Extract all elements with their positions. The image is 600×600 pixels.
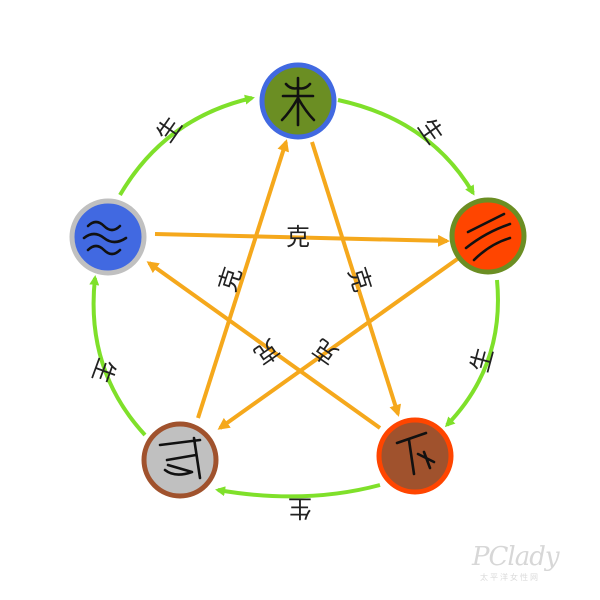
earth-circle [376, 417, 454, 495]
water-seal-icon [82, 220, 128, 256]
generate-arrow-water-to-wood [118, 94, 255, 197]
generate-label: 生 [412, 114, 449, 150]
watermark-logo: PClady 太平洋女性网 [472, 542, 582, 586]
metal-circle [141, 421, 219, 499]
metal-seal-icon [158, 436, 202, 480]
fire-node [449, 197, 527, 275]
watermark-tagline: 太平洋女性网 [480, 573, 540, 582]
overcome-label: 克 [343, 264, 377, 295]
generating-cycle [89, 94, 500, 499]
wood-seal-icon [280, 76, 316, 127]
element-nodes [69, 62, 527, 499]
overcome-label: 克 [213, 264, 247, 295]
overcome-arrow-earth-to-water [146, 261, 382, 430]
metal-node [141, 421, 219, 499]
generate-label: 生 [288, 494, 312, 522]
water-circle [69, 198, 147, 276]
earth-node [376, 417, 454, 495]
generate-arrow-earth-to-metal [215, 483, 381, 499]
fire-circle [449, 197, 527, 275]
overcome-arrow-water-to-fire [154, 232, 450, 247]
overcome-label: 克 [308, 333, 344, 370]
fire-seal-icon [464, 212, 512, 262]
generate-label: 生 [466, 345, 499, 375]
generate-arrow-wood-to-fire [337, 98, 475, 196]
overcoming-cycle [146, 139, 465, 430]
water-node [69, 198, 147, 276]
generate-label: 生 [151, 112, 188, 148]
generate-arrow-fire-to-earth [444, 279, 500, 428]
earth-seal-icon [395, 431, 436, 476]
overcome-arrow-fire-to-metal [217, 253, 465, 430]
generate-arrow-metal-to-water [89, 275, 147, 437]
generate-label: 生 [86, 355, 121, 387]
watermark-brand: PClady [472, 542, 560, 572]
overcome-arrow-metal-to-wood [196, 139, 289, 419]
overcome-arrow-wood-to-earth [310, 141, 402, 417]
overcome-label: 克 [286, 223, 310, 251]
wood-node [259, 62, 337, 140]
